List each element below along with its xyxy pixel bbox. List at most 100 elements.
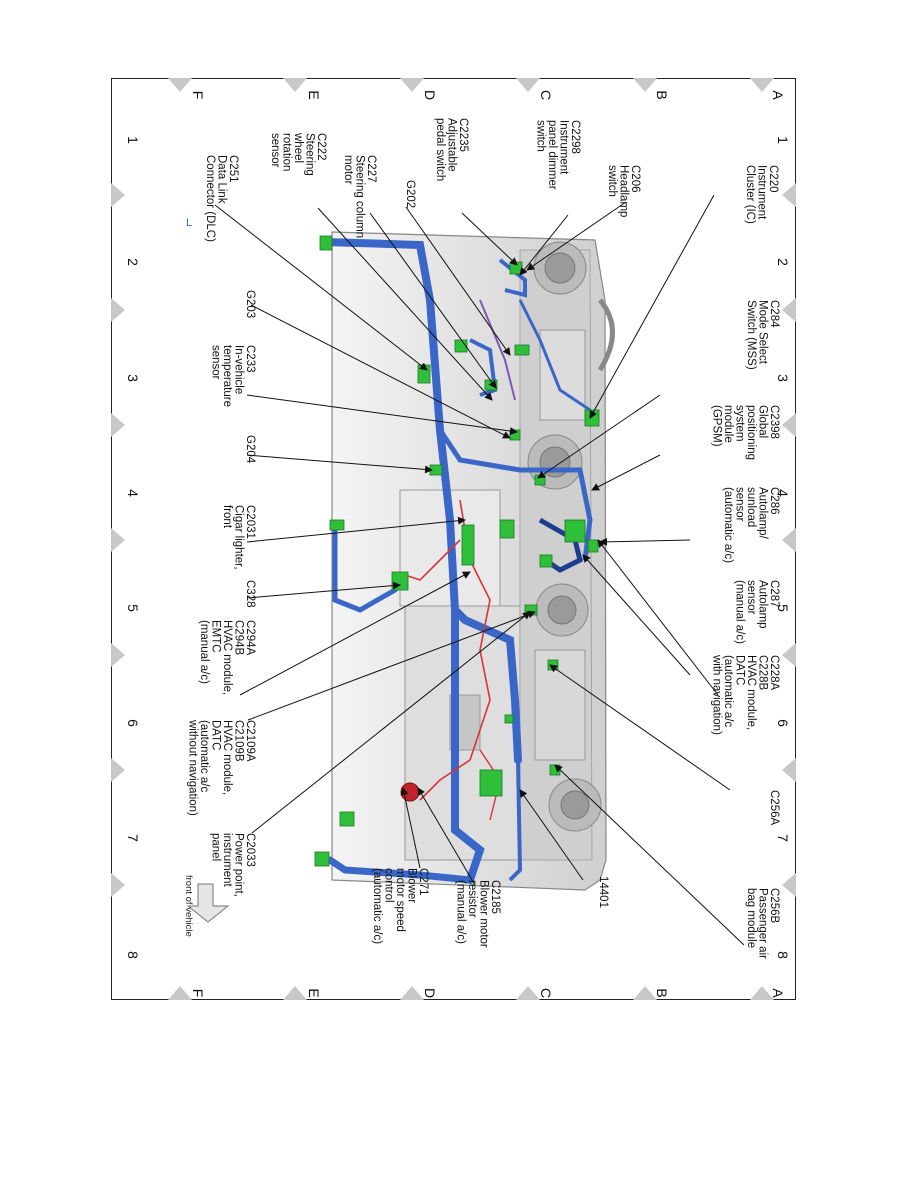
grid-column-label: 1 xyxy=(125,136,141,144)
grid-column-label: 1 xyxy=(775,136,791,144)
callout-text: Power point, xyxy=(233,833,245,897)
callout-text: C287 xyxy=(768,580,780,608)
callout-text: Headlamp xyxy=(618,165,630,217)
grid-column-label: 3 xyxy=(775,374,791,382)
grid-row-label: F xyxy=(190,989,206,998)
leader-c251 xyxy=(214,204,428,371)
callout-text: sensor xyxy=(734,487,746,522)
callout-g204: G204 xyxy=(244,435,256,464)
frame-tick xyxy=(111,643,125,667)
callout-text: (automatic a/c) xyxy=(722,487,734,563)
callout-text: (manual a/c) xyxy=(734,580,746,644)
frame-tick xyxy=(400,78,424,92)
frame-tick xyxy=(283,986,307,1000)
callout-text: module xyxy=(722,405,734,443)
callout-text: (automatic a/c xyxy=(722,655,734,727)
grid-column-label: 4 xyxy=(125,489,141,497)
callout-text: (automatic a/c xyxy=(198,720,210,792)
callout-text: DATC xyxy=(734,655,746,685)
callout-g202: G202 xyxy=(404,180,416,208)
callout-text: C284 xyxy=(768,300,780,328)
front-of-vehicle-label: front of vehicle xyxy=(183,875,194,937)
callout-text: C256A xyxy=(768,790,780,825)
leader-g204 xyxy=(246,454,433,474)
grid-row-label: A xyxy=(770,90,786,100)
frame-tick xyxy=(633,986,657,1000)
grid-row-label: D xyxy=(422,90,438,100)
leader-c284 xyxy=(537,394,661,479)
frame-tick xyxy=(168,78,192,92)
frame-tick xyxy=(633,78,657,92)
callout-text: temperature xyxy=(221,345,233,407)
frame-tick xyxy=(111,873,125,897)
callout-text: HVAC module, xyxy=(221,720,233,795)
leader-c287 xyxy=(582,554,691,676)
frame-tick xyxy=(782,758,796,782)
grid-column-label: 6 xyxy=(125,719,141,727)
frame-tick xyxy=(111,758,125,782)
leader-c286 xyxy=(599,537,691,546)
leader-c2398 xyxy=(591,454,661,491)
grid-row-label: B xyxy=(654,90,670,99)
callout-text: panel dimmer xyxy=(546,120,558,190)
callout-text: sensor xyxy=(269,133,281,168)
grid-column-label: 7 xyxy=(125,834,141,842)
callout-text: Passenger air xyxy=(757,888,769,959)
leader-c256a xyxy=(549,664,731,791)
leader-g203 xyxy=(250,304,511,439)
callout-text: C206 xyxy=(629,165,641,193)
callout-text: Steering column xyxy=(354,155,366,238)
grid-column-label: 5 xyxy=(125,604,141,612)
grid-row-label: F xyxy=(190,91,206,100)
callout-text: C220 xyxy=(767,165,779,193)
grid-column-label: 3 xyxy=(125,374,141,382)
frame-tick xyxy=(750,986,774,1000)
callout-text: Switch (MSS) xyxy=(745,300,757,370)
callout-text: C228B xyxy=(757,655,769,690)
frame-tick xyxy=(168,986,192,1000)
callout-h14401: 14401 xyxy=(597,876,609,908)
leader-c2031 xyxy=(246,516,466,543)
frame-tick xyxy=(750,78,774,92)
callout-text: sensor xyxy=(745,580,757,615)
frame-tick xyxy=(111,183,125,207)
leader-c271 xyxy=(400,787,421,869)
callout-text: Global xyxy=(757,405,769,438)
leader-c206 xyxy=(526,201,627,271)
grid-row-label: D xyxy=(422,988,438,998)
callout-text: bag module xyxy=(745,888,757,948)
callout-text: resistor xyxy=(466,880,478,918)
callout-text: motor xyxy=(342,155,354,185)
frame-ticks xyxy=(111,78,796,1000)
callout-text: Data Link xyxy=(216,155,228,204)
frame-tick xyxy=(516,986,540,1000)
callout-c328: C328 xyxy=(244,580,256,608)
callout-text: G204 xyxy=(244,435,256,464)
callout-text: (GPSM) xyxy=(711,405,723,447)
grid-row-label: C xyxy=(538,90,554,100)
callout-text: switch xyxy=(535,120,547,152)
leader-c228 xyxy=(597,539,719,696)
grid-column-label: 4 xyxy=(775,489,791,497)
grid-row-label: C xyxy=(538,988,554,998)
frame-tick xyxy=(283,78,307,92)
leader-c294 xyxy=(239,571,471,696)
grid-column-label: 8 xyxy=(125,951,141,959)
callout-text: (manual a/c) xyxy=(455,880,467,944)
callout-text: Connector (DLC) xyxy=(204,155,216,242)
frame-tick xyxy=(111,528,125,552)
callout-text: Autolamp xyxy=(757,580,769,629)
